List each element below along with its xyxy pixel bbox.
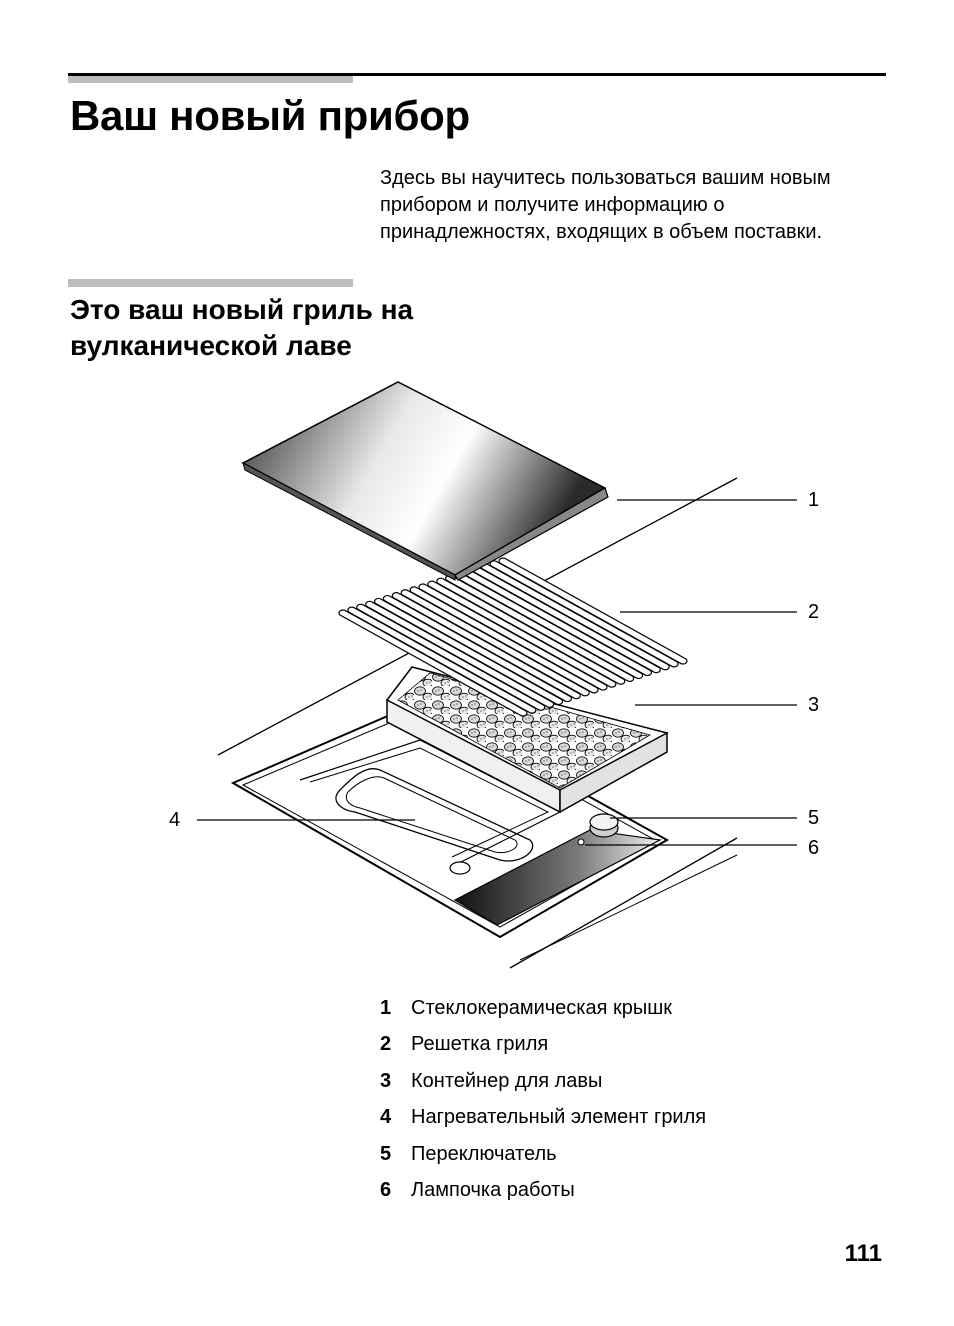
callout-6: 6 xyxy=(808,837,819,859)
page-title: Ваш новый прибор xyxy=(70,92,470,139)
intro-paragraph: Здесь вы научитесь пользоваться вашим но… xyxy=(380,165,900,246)
legend-text: Переключатель xyxy=(411,1142,557,1165)
callout-1: 1 xyxy=(808,489,819,511)
intro-line: принадлежностях, входящих в объем постав… xyxy=(380,221,823,243)
callout-3: 3 xyxy=(808,694,819,716)
section-title: Это ваш новый гриль на вулканической лав… xyxy=(70,292,490,364)
legend-num: 1 xyxy=(380,996,392,1019)
callout-4: 4 xyxy=(169,809,180,831)
parts-legend: 1 Стеклокерамическая крышк 2 Решетка гриля… xyxy=(380,990,706,1209)
section-title-line: Это ваш новый гриль на xyxy=(70,294,414,325)
header-rule-gray xyxy=(68,76,353,83)
legend-num: 3 xyxy=(380,1069,392,1092)
section-rule-gray xyxy=(68,279,353,287)
header-rule-black xyxy=(68,73,886,76)
grill-exploded-diagram: 1 2 3 4 5 6 xyxy=(169,381,819,969)
page-number: 111 xyxy=(844,1240,882,1267)
legend-text: Нагревательный элемент гриля xyxy=(411,1106,707,1129)
legend-num: 5 xyxy=(380,1142,392,1165)
legend-text: Контейнер для лавы xyxy=(411,1069,603,1092)
grate-bar xyxy=(498,557,688,665)
legend-item: 3 Контейнер для лавы xyxy=(380,1063,706,1100)
legend-num: 2 xyxy=(380,1033,392,1056)
legend-item: 4 Нагревательный элемент гриля xyxy=(380,1100,706,1137)
legend-item: 5 Переключатель xyxy=(380,1136,706,1173)
legend-item: 6 Лампочка работы xyxy=(380,1173,706,1210)
callout-5: 5 xyxy=(808,807,819,829)
legend-text: Стеклокерамическая крышк xyxy=(411,996,673,1019)
legend-num: 6 xyxy=(380,1179,392,1202)
intro-line: прибором и получите информацию о xyxy=(380,194,725,216)
legend-item: 2 Решетка гриля xyxy=(380,1027,706,1064)
section-title-line: вулканической лаве xyxy=(70,330,352,361)
legend-text: Решетка гриля xyxy=(411,1033,549,1056)
intro-line: Здесь вы научитесь пользоваться вашим но… xyxy=(380,167,831,189)
legend-item: 1 Стеклокерамическая крышк xyxy=(380,990,706,1027)
legend-num: 4 xyxy=(380,1106,392,1129)
callout-2: 2 xyxy=(808,601,819,623)
legend-text: Лампочка работы xyxy=(411,1179,575,1202)
